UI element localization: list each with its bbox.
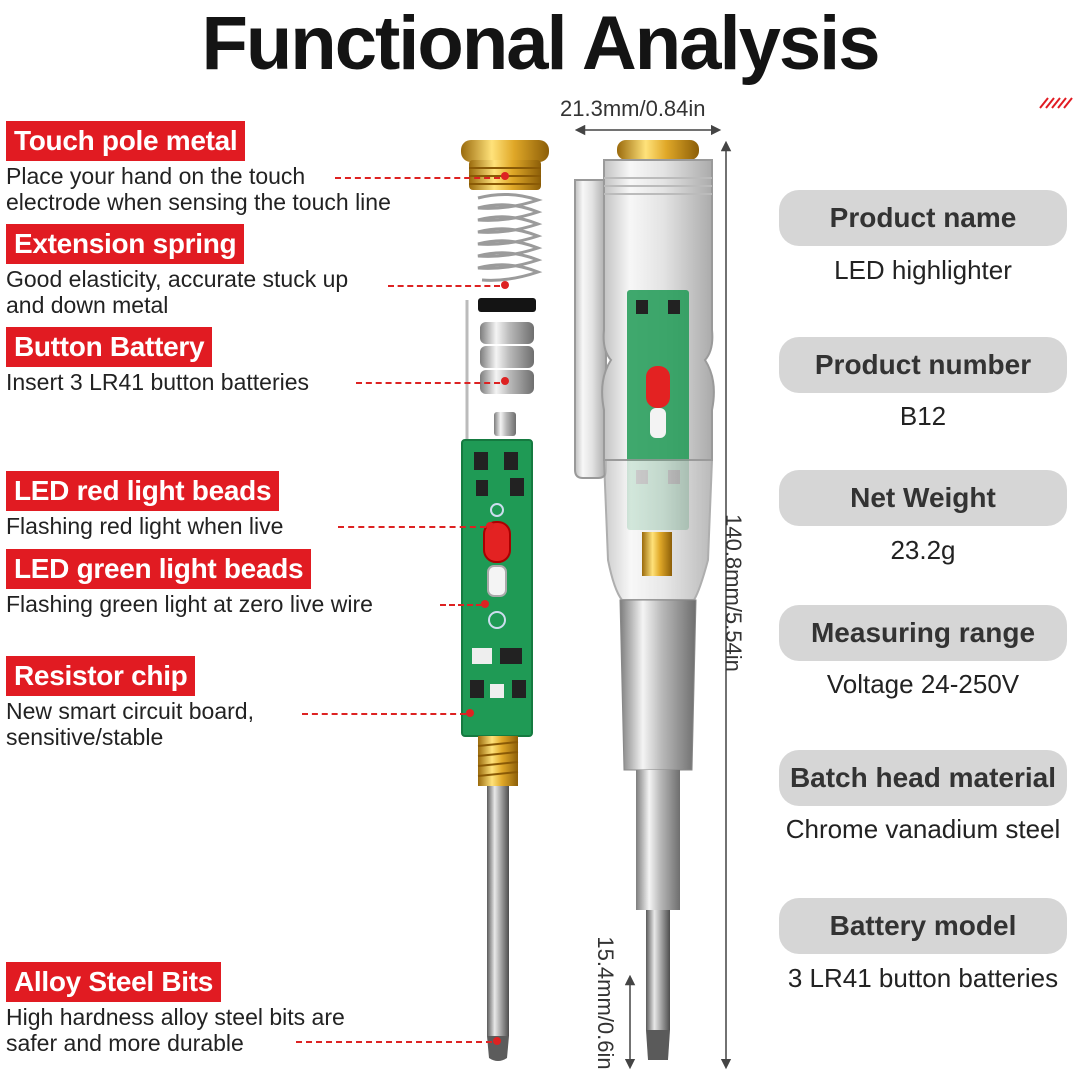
feature-description-line: High hardness alloy steel bits are [6, 1004, 345, 1030]
dimension-arrows [574, 124, 732, 1070]
leader-line [388, 285, 500, 287]
feature-description-line: Insert 3 LR41 button batteries [6, 369, 310, 395]
pcb-board [461, 439, 533, 737]
feature-button-battery: Button Battery Insert 3 LR41 button batt… [6, 327, 309, 395]
feature-label: Extension spring [6, 224, 245, 264]
spec-product-name: Product name [779, 190, 1067, 246]
tip-dimension-label: 15.4mm/0.6in [593, 936, 618, 1070]
feature-description-line: Good elasticity, accurate stuck up [6, 266, 349, 292]
feature-description-line: electrode when sensing the touch line [6, 189, 391, 215]
spec-measuring-range-value: Voltage 24-250V [826, 669, 1020, 699]
feature-description: Good elasticity, accurate stuck up and d… [6, 266, 348, 318]
spring [477, 193, 543, 282]
spec-battery-model: Battery model [779, 898, 1067, 954]
feature-description: Place your hand on the touch electrode w… [6, 163, 391, 215]
feature-description-line: sensitive/stable [6, 724, 164, 750]
corner-hatch-icon [1039, 97, 1073, 109]
feature-label: LED red light beads [6, 471, 280, 511]
feature-description-line: New smart circuit board, [6, 698, 254, 724]
spec-measuring-range: Measuring range [779, 605, 1067, 661]
feature-description-line: Flashing green light at zero live wire [6, 591, 373, 617]
leader-line [335, 177, 500, 179]
leader-line [440, 604, 482, 606]
spec-product-number-value: B12 [899, 401, 947, 431]
feature-label: Resistor chip [6, 656, 196, 696]
feature-description-line: Place your hand on the touch [6, 163, 306, 189]
leader-line [296, 1041, 492, 1043]
feature-label: Alloy Steel Bits [6, 962, 222, 1002]
spec-batch-head-material: Batch head material [779, 750, 1067, 806]
feature-description: Flashing red light when live [6, 513, 283, 539]
spec-battery-model-value: 3 LR41 button batteries [787, 963, 1059, 993]
exploded-view [461, 140, 549, 1061]
feature-extension-spring: Extension spring Good elasticity, accura… [6, 224, 348, 318]
leader-line [356, 382, 500, 384]
feature-description: Flashing green light at zero live wire [6, 591, 373, 617]
leader-line [338, 526, 486, 528]
brass-cap [461, 140, 549, 190]
feature-description: Insert 3 LR41 button batteries [6, 369, 309, 395]
feature-touch-pole-metal: Touch pole metal Place your hand on the … [6, 121, 391, 215]
spec-product-name-value: LED highlighter [834, 255, 1012, 285]
spec-batch-head-material-value: Chrome vanadium steel [785, 814, 1061, 844]
feature-label: Touch pole metal [6, 121, 246, 161]
feature-alloy-steel-bits: Alloy Steel Bits High hardness alloy ste… [6, 962, 345, 1056]
spec-net-weight-value: 23.2g [890, 535, 956, 565]
feature-label: Button Battery [6, 327, 213, 367]
feature-description-line: Flashing red light when live [6, 513, 284, 539]
feature-description-line: and down metal [6, 292, 169, 318]
leader-line [302, 713, 466, 715]
brass-thread [477, 736, 519, 786]
width-dimension-label: 21.3mm/0.84in [560, 96, 706, 121]
spec-net-weight: Net Weight [779, 470, 1067, 526]
feature-description: New smart circuit board, sensitive/stabl… [6, 698, 254, 750]
length-dimension-label: 140.8mm/5.54in [721, 514, 746, 672]
feature-description-line: safer and more durable [6, 1030, 244, 1056]
washer [478, 298, 536, 312]
feature-resistor-chip: Resistor chip New smart circuit board, s… [6, 656, 254, 750]
feature-led-green: LED green light beads Flashing green lig… [6, 549, 373, 617]
steel-shaft [487, 786, 509, 1036]
feature-led-red: LED red light beads Flashing red light w… [6, 471, 283, 539]
assembled-pen [574, 140, 715, 1060]
page-title: Functional Analysis [201, 1, 880, 86]
feature-label: LED green light beads [6, 549, 312, 589]
feature-description: High hardness alloy steel bits are safer… [6, 1004, 345, 1056]
spec-product-number: Product number [779, 337, 1067, 393]
